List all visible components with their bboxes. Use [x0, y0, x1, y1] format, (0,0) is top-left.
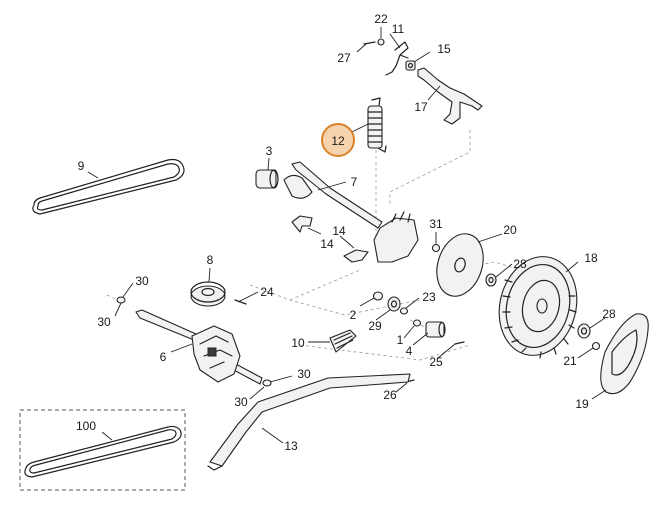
callout-22[interactable]: 22	[374, 12, 388, 26]
pin-part-25[interactable]	[454, 341, 465, 345]
callout-30-a[interactable]: 30	[135, 274, 149, 288]
washer-part-2[interactable]	[372, 291, 384, 301]
belt-kit-box	[19, 409, 186, 491]
nut-part-22[interactable]	[377, 38, 385, 46]
hub-plate-part-20[interactable]	[429, 228, 491, 302]
bushing-part-3[interactable]	[255, 169, 279, 189]
clip-part-14-lower[interactable]	[343, 249, 369, 263]
pad-part-10[interactable]	[329, 329, 357, 353]
pulley-part-8[interactable]	[190, 281, 226, 307]
callout-31[interactable]: 31	[429, 217, 443, 231]
callout-30-b[interactable]: 30	[97, 315, 111, 329]
pinion-part-4[interactable]	[425, 321, 446, 338]
drive-belt-part-100[interactable]	[24, 425, 182, 478]
gear-part-29[interactable]	[387, 296, 401, 312]
callout-19[interactable]: 19	[575, 397, 589, 411]
callout-23[interactable]: 23	[422, 290, 436, 304]
callout-27[interactable]: 27	[337, 51, 351, 65]
leader-lines	[87, 27, 607, 444]
washer-part-30-a[interactable]	[116, 296, 126, 304]
nut-part-31[interactable]	[431, 243, 441, 253]
callout-24[interactable]: 24	[260, 285, 274, 299]
spring-clip-part-11[interactable]	[385, 41, 409, 76]
wheel-part-18[interactable]	[489, 248, 587, 363]
transmission-part-6[interactable]	[135, 309, 263, 385]
callout-20[interactable]: 20	[503, 223, 517, 237]
callout-17[interactable]: 17	[414, 100, 428, 114]
washer-part-23[interactable]	[399, 307, 409, 315]
callout-28-lower[interactable]: 28	[602, 307, 616, 321]
callout-2[interactable]: 2	[350, 308, 357, 322]
callout-7[interactable]: 7	[351, 175, 358, 189]
nut-part-21[interactable]	[591, 341, 601, 351]
washer-part-30-b[interactable]	[262, 379, 272, 387]
drive-belt-part-9[interactable]	[32, 158, 185, 215]
callout-30-c[interactable]: 30	[297, 367, 311, 381]
key-part-24[interactable]	[234, 299, 247, 305]
callout-14-upper[interactable]: 14	[332, 224, 346, 238]
drive-lever-part-7[interactable]	[283, 161, 419, 263]
clip-part-14-upper[interactable]	[291, 215, 313, 233]
washer-part-28-lower[interactable]	[577, 323, 591, 339]
callout-15[interactable]: 15	[437, 42, 451, 56]
hub-cap-part-19[interactable]	[600, 313, 649, 395]
callout-28-upper[interactable]: 28	[513, 257, 527, 271]
callout-21[interactable]: 21	[563, 354, 577, 368]
handle-bar-part-13[interactable]	[207, 373, 411, 471]
callout-26[interactable]: 26	[383, 388, 397, 402]
callout-10[interactable]: 10	[291, 336, 305, 350]
callout-12[interactable]: 12	[331, 134, 345, 148]
callout-14-lower[interactable]: 14	[320, 237, 334, 251]
callout-9[interactable]: 9	[78, 159, 85, 173]
callout-30-d[interactable]: 30	[234, 395, 248, 409]
callout-labels: 22 11 27 15 17 12 9 3 7 31 20 14 14 8 30…	[76, 12, 616, 453]
washer-part-28-upper[interactable]	[485, 273, 497, 287]
callout-4[interactable]: 4	[406, 344, 413, 358]
pin-part-27[interactable]	[363, 41, 376, 45]
callout-highlight-12[interactable]	[321, 123, 355, 157]
callout-11[interactable]: 11	[392, 22, 405, 36]
spring-part-12[interactable]	[367, 97, 387, 153]
callout-25[interactable]: 25	[429, 355, 443, 369]
callout-6[interactable]: 6	[160, 350, 167, 364]
callout-18[interactable]: 18	[584, 251, 598, 265]
callout-3[interactable]: 3	[266, 144, 273, 158]
callout-1[interactable]: 1	[397, 333, 404, 347]
callout-100[interactable]: 100	[76, 419, 96, 433]
washer-part-1[interactable]	[412, 319, 422, 327]
callout-13[interactable]: 13	[284, 439, 298, 453]
control-rod-part-17[interactable]	[417, 67, 483, 125]
callout-29[interactable]: 29	[368, 319, 382, 333]
nut-part-15[interactable]	[405, 60, 416, 71]
callout-8[interactable]: 8	[207, 253, 214, 267]
